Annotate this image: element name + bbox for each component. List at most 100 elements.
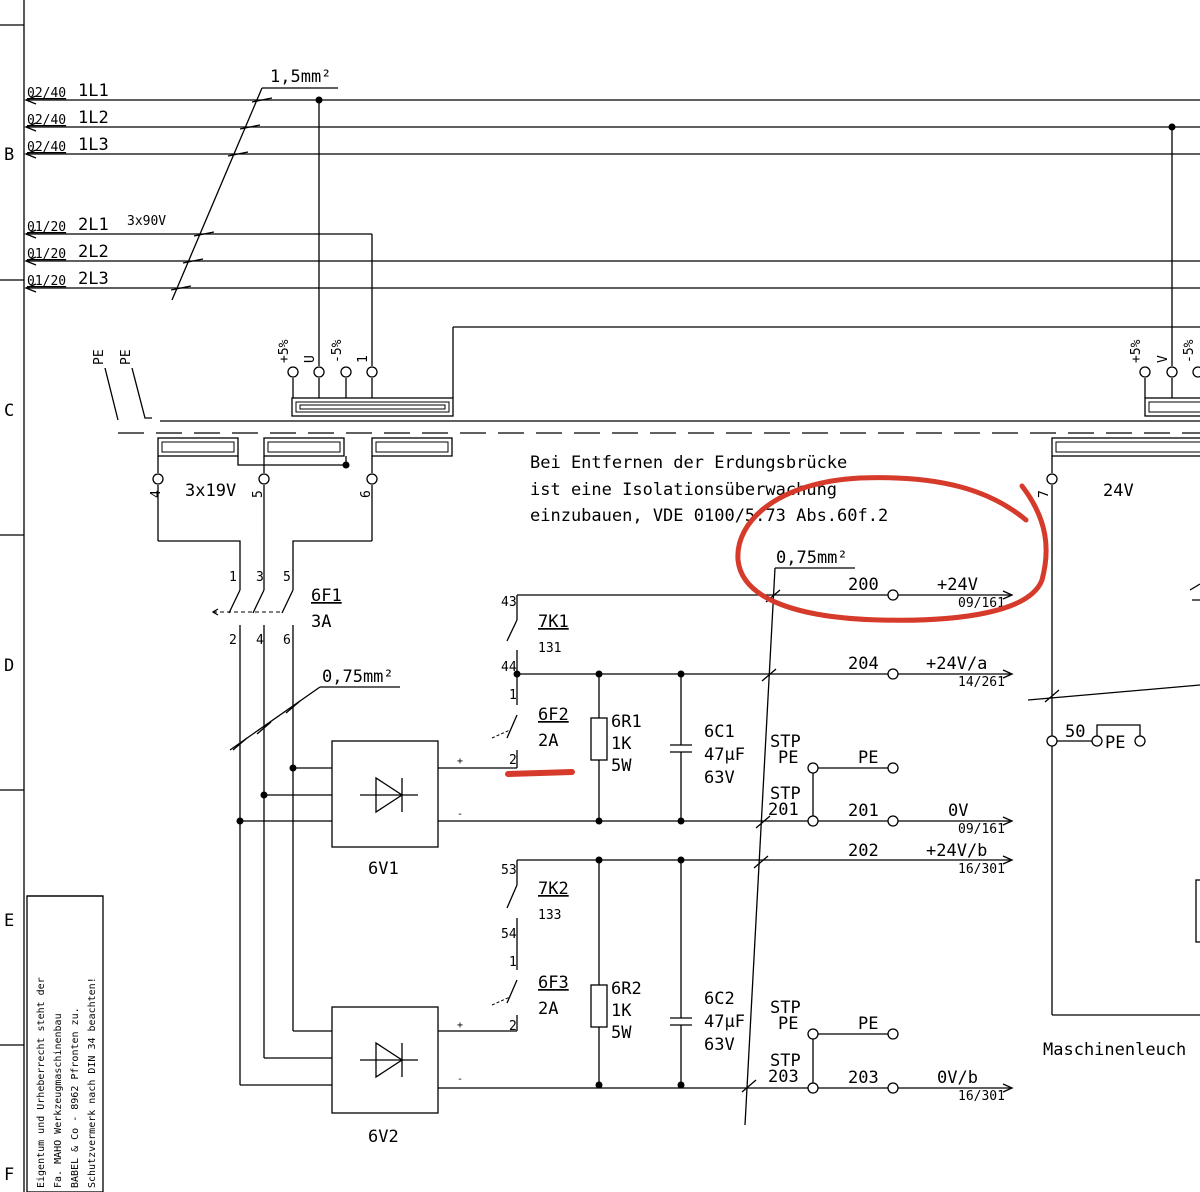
6f1-pin-4: 4: [256, 633, 264, 648]
transformer: +5% U -5% 1 PE PE +5% V -5%: [92, 100, 1200, 1015]
stp-b-bot: 201: [768, 800, 799, 820]
fuse-6f3: 1 2 6F3 2A: [438, 955, 569, 1034]
6c1-voltage: 63V: [704, 768, 735, 788]
cross-section-main: 1,5mm²: [270, 67, 331, 87]
6v1-minus: -: [457, 809, 463, 820]
7k2-pin-54: 54: [501, 927, 517, 942]
line-2l2-ref: 01/20: [27, 247, 66, 262]
resistor-6r1: 6R1 1K 5W: [590, 674, 642, 825]
stp-c-top: STP: [770, 998, 801, 1018]
pe-label-1: PE: [92, 349, 107, 365]
output-block-1: 0,75mm² 200 +24V 09/161 204 +24V/a 14/26…: [741, 548, 1014, 1126]
line-2l3-name: 2L3: [78, 269, 109, 289]
6f1-pin-3: 3: [256, 570, 264, 585]
pe-label-2: PE: [119, 349, 134, 365]
tap-u: U: [303, 355, 318, 363]
title-line-1: Eigentum und Urheberrecht steht der: [36, 977, 47, 1188]
6f1-pin-1: 1: [229, 570, 237, 585]
out-202-wire: 202: [848, 841, 879, 861]
note-line-2: ist eine Isolationsüberwachung: [530, 480, 837, 500]
right-term-7: 7: [1037, 490, 1052, 498]
6f3-pin-1: 1: [509, 955, 517, 970]
6c2-voltage: 63V: [704, 1035, 735, 1055]
6v2-name: 6V2: [368, 1127, 399, 1147]
6r2-power: 5W: [611, 1023, 632, 1043]
out-201-signal: 0V: [948, 801, 968, 821]
6f2-name: 6F2: [538, 705, 569, 725]
6f1-rating: 3A: [311, 612, 331, 632]
6f1-pin-5: 5: [283, 570, 291, 585]
7k1-page: 131: [538, 641, 561, 656]
7k2-name: 7K2: [538, 879, 569, 899]
6f1-name: 6F1: [311, 586, 342, 606]
isolation-note: Bei Entfernen der Erdungsbrücke ist eine…: [530, 453, 888, 526]
out-pe-2-wire: PE: [858, 1014, 878, 1034]
6r2-name: 6R2: [611, 979, 642, 999]
out-204-wire: 204: [848, 654, 879, 674]
out-204-ref: 14/261: [958, 675, 1005, 690]
out-204-signal: +24V/a: [926, 654, 987, 674]
6r1-value: 1K: [611, 734, 632, 754]
red-circle-marker: [735, 475, 1049, 623]
6c1-name: 6C1: [704, 722, 735, 742]
tap-plus5: +5%: [277, 339, 292, 363]
6f1-pin-2: 2: [229, 633, 237, 648]
red-annotation: [505, 475, 1049, 777]
relay-7k1: 43 44 7K1 131: [501, 594, 1010, 705]
line-1l2-ref: 02/40: [27, 113, 66, 128]
6f2-pin-2: 2: [509, 753, 517, 768]
out-201-wire: 201: [848, 801, 879, 821]
6r1-name: 6R1: [611, 712, 642, 732]
7k1-pin-43: 43: [501, 595, 517, 610]
6r2-value: 1K: [611, 1001, 632, 1021]
sec-term-5: 5: [251, 490, 266, 498]
resistor-6r2: 6R2 1K 5W: [590, 860, 642, 1089]
stp-a-top: STP: [770, 732, 801, 752]
note-line-3: einzubauen, VDE 0100/5.73 Abs.60f.2: [530, 506, 888, 526]
cross-section-rect: 0,75mm²: [322, 667, 394, 687]
line-1l3-name: 1L3: [78, 135, 109, 155]
6v1-name: 6V1: [368, 859, 399, 879]
6f2-rating: 2A: [538, 731, 558, 751]
line-1l2-name: 1L2: [78, 108, 109, 128]
right-side-circuit: 50 PE Maschinenleuch: [1027, 583, 1200, 1060]
sec-term-4: 4: [149, 490, 164, 498]
lamp-label: Maschinenleuch: [1043, 1040, 1186, 1060]
right-tap-plus5: +5%: [1129, 339, 1144, 363]
cross-section-out: 0,75mm²: [776, 548, 848, 568]
6f3-name: 6F3: [538, 973, 569, 993]
supply-lines: 02/40 1L1 02/40 1L2 02/40 1L3 01/20 2L1 …: [24, 67, 1200, 301]
capacitor-6c1: 6C1 47µF 63V: [670, 674, 745, 825]
title-line-4: Schutzvermerk nach DIN 34 beachten!: [87, 977, 98, 1188]
zone-label-c: C: [4, 401, 14, 421]
zone-label-f: F: [4, 1165, 14, 1185]
red-underline-marker: [505, 769, 575, 777]
out-201-ref: 09/161: [958, 822, 1005, 837]
7k2-page: 133: [538, 908, 561, 923]
right-tap-v: V: [1156, 355, 1171, 363]
6c1-value: 47µF: [704, 745, 745, 765]
6v2-minus: -: [457, 1074, 463, 1085]
line-2l3-ref: 01/20: [27, 274, 66, 289]
secondary-voltage: 3x19V: [185, 481, 236, 501]
term-50: 50: [1065, 722, 1085, 742]
out-pe-1-wire: PE: [858, 748, 878, 768]
title-block: Eigentum und Urheberrecht steht der Fa. …: [26, 895, 104, 1192]
tap-minus5: -5%: [330, 339, 345, 363]
right-secondary-voltage: 24V: [1103, 481, 1134, 501]
stp-d-bot: 203: [768, 1067, 799, 1087]
6c2-name: 6C2: [704, 989, 735, 1009]
sec-term-6: 6: [359, 490, 374, 498]
line-1l1-name: 1L1: [78, 81, 109, 101]
stp-c-bot: PE: [778, 1014, 798, 1034]
7k1-pin-44: 44: [501, 660, 517, 675]
fuse-6f1: 1 3 5 2 4 6 6F1 3A 0,75mm²: [158, 540, 400, 1086]
6f1-pin-6: 6: [283, 633, 291, 648]
out-200-signal: +24V: [937, 575, 978, 595]
supply-voltage: 3x90V: [127, 214, 166, 229]
zone-label-e: E: [4, 911, 14, 931]
line-1l1-ref: 02/40: [27, 86, 66, 101]
title-line-2: Fa. MAHO Werkzeugmaschinenbau: [53, 1013, 64, 1188]
rectifier-6v1: 6V1 + -: [331, 740, 1010, 879]
